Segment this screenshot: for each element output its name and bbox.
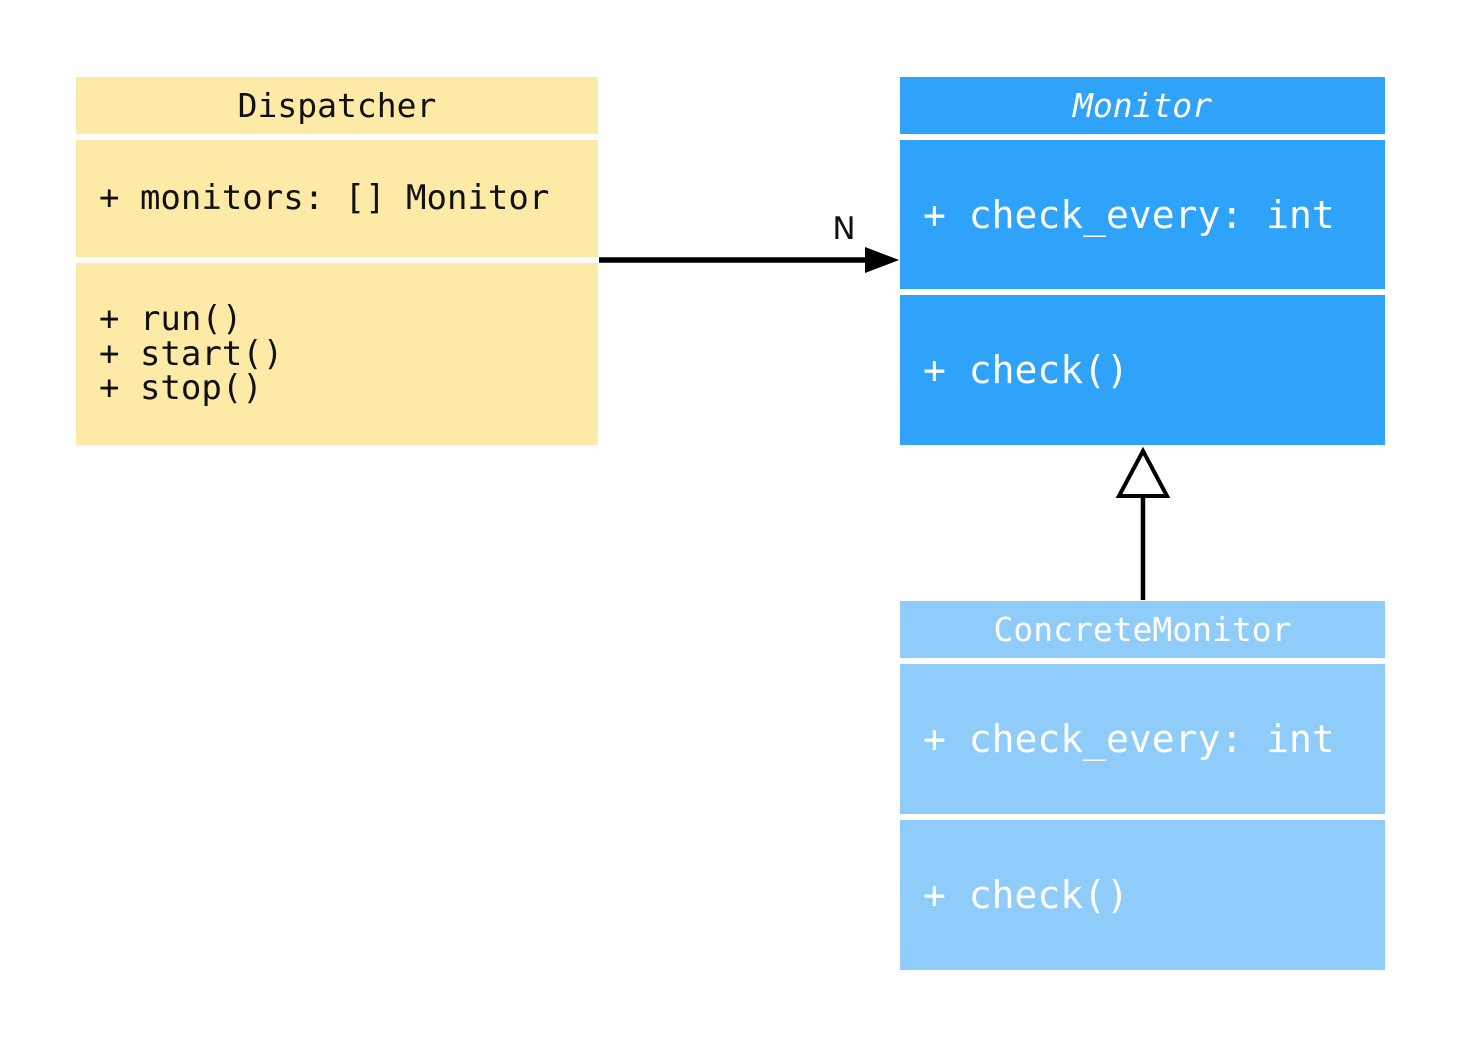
class-dispatcher: Dispatcher + monitors: [] Monitor + run(… — [76, 77, 598, 445]
association-multiplicity-label: N — [832, 211, 856, 247]
attribute-line: + monitors: [] Monitor — [99, 178, 550, 219]
class-dispatcher-attributes: + monitors: [] Monitor — [76, 140, 598, 257]
attribute-line: + check_every: int — [923, 192, 1335, 237]
class-concrete-monitor-attributes: + check_every: int — [900, 664, 1385, 814]
class-concrete-monitor-title-bar: ConcreteMonitor — [900, 601, 1385, 658]
method-line: + run() — [99, 299, 243, 340]
class-monitor: Monitor + check_every: int + check() — [900, 77, 1385, 445]
class-monitor-methods: + check() — [900, 295, 1385, 445]
class-name: Monitor — [1072, 86, 1213, 125]
association-arrow — [599, 247, 899, 273]
attribute-line: + check_every: int — [923, 717, 1335, 761]
method-line: + check() — [923, 348, 1129, 392]
class-dispatcher-methods: + run() + start() + stop() — [76, 263, 598, 445]
inheritance-arrow — [1115, 446, 1171, 600]
class-dispatcher-title-bar: Dispatcher — [76, 77, 598, 134]
class-monitor-attributes: + check_every: int — [900, 140, 1385, 289]
class-name: ConcreteMonitor — [993, 610, 1292, 649]
class-concrete-monitor-methods: + check() — [900, 820, 1385, 970]
inheritance-triangle-icon — [1115, 446, 1171, 498]
class-monitor-title-bar: Monitor — [900, 77, 1385, 134]
method-line: + check() — [923, 873, 1129, 917]
class-name: Dispatcher — [237, 86, 437, 125]
method-line: + start() — [99, 333, 284, 374]
association-arrowhead-icon — [865, 247, 899, 273]
method-line: + stop() — [99, 368, 263, 409]
class-concrete-monitor: ConcreteMonitor + check_every: int + che… — [900, 601, 1385, 970]
